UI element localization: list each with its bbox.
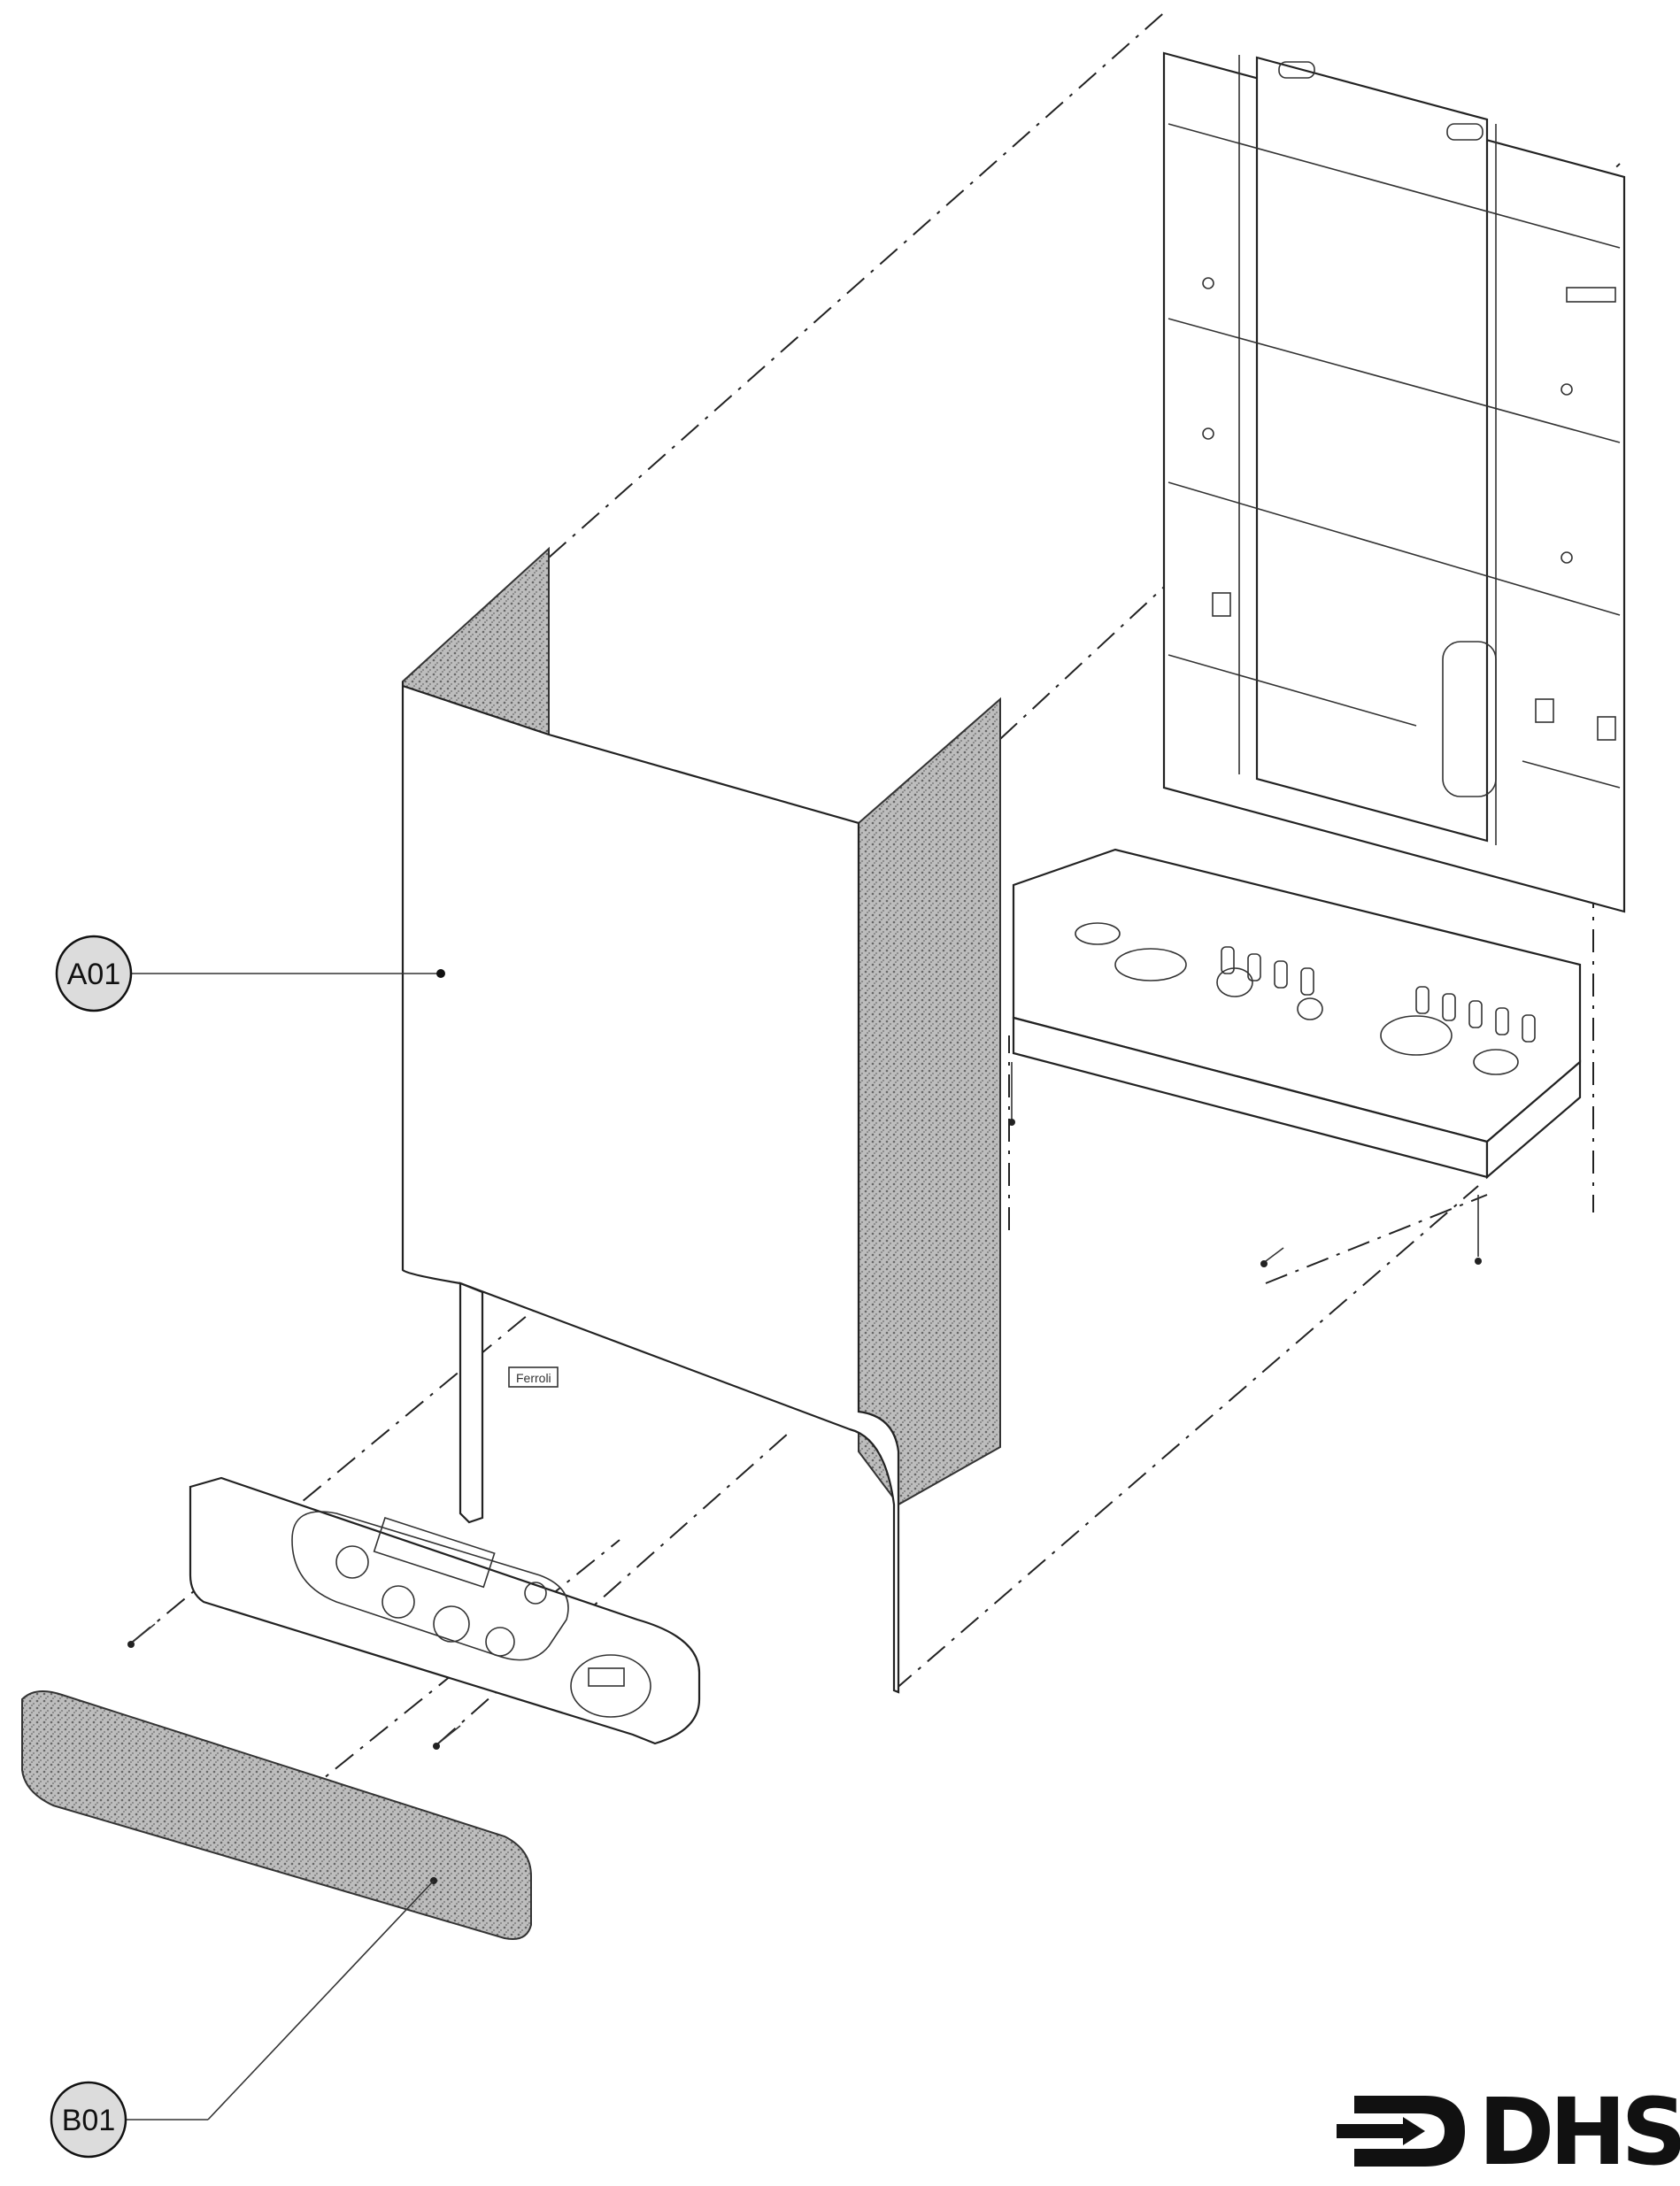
- dhs-arrow-logo-icon: [1337, 2096, 1465, 2167]
- screws: [127, 1062, 1482, 1750]
- control-panel: [189, 1476, 701, 1745]
- svg-text:Ferroli: Ferroli: [516, 1371, 551, 1385]
- lower-trim: [21, 1690, 532, 1940]
- callout-a01: A01: [55, 935, 445, 1012]
- bottom-tray: [1012, 848, 1582, 1180]
- dhs-logo: DHS: [1337, 2078, 1680, 2186]
- logo-text: DHS: [1478, 2078, 1680, 2186]
- callout-b01: B01: [50, 1880, 435, 2159]
- back-frame: [1162, 51, 1626, 913]
- casing-side-panel: [858, 697, 1001, 1506]
- callout-label-a01: A01: [67, 958, 121, 991]
- callout-label-b01: B01: [62, 2104, 116, 2137]
- front-casing: Ferroli: [401, 546, 900, 1694]
